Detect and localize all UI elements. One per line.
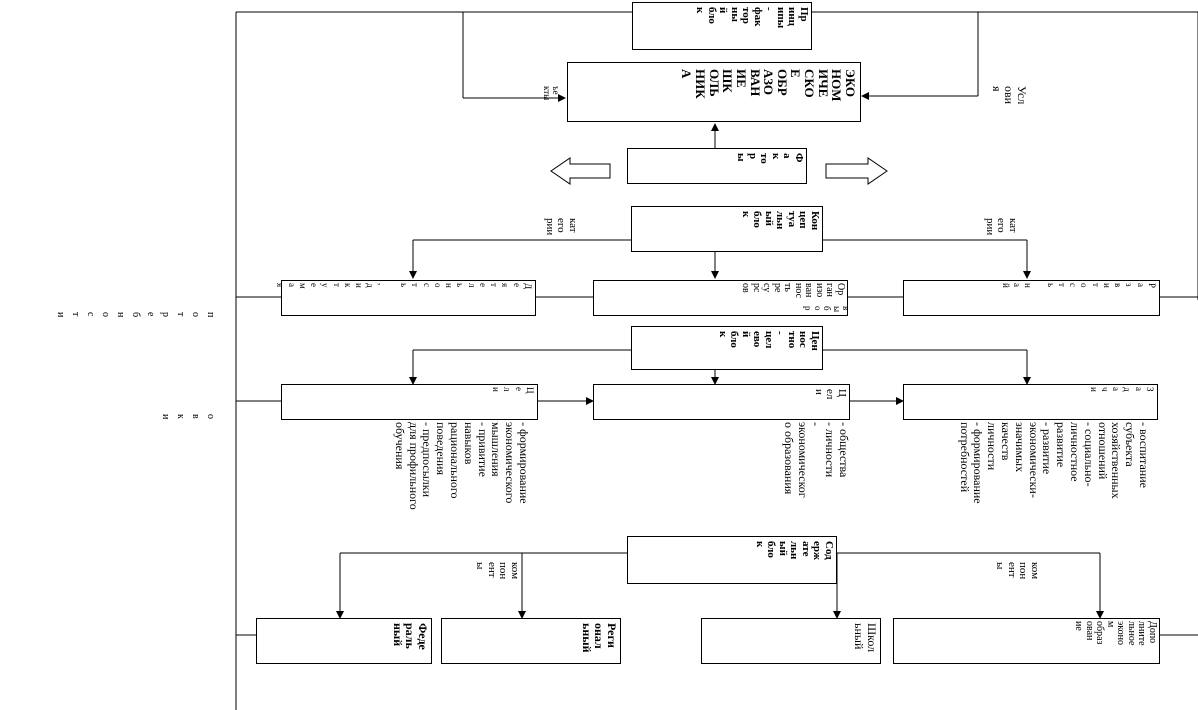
federal-box: Феде раль ный [256,618,432,664]
concept-left-text: Д е я т е л ь н о с т ь , д и к т у е м … [275,283,534,290]
goals-left-title: Ц е л и [491,387,535,394]
conceptual-text: Кон цеп туа льн ый бло к [739,211,821,231]
principles-text: Пр инц ипы - фак тор ны й бло к [694,7,810,29]
goals-middle-box: Ц ел и [593,384,850,420]
components-label-right: ком пон ент ы [994,562,1041,580]
values-text: Цен нос тно - цел ево й бло к [716,331,821,351]
values-block: Цен нос тно - цел ево й бло к [631,326,823,370]
regional-text: Реги онал ьный [579,623,619,653]
categories-label-left: кат его рии [543,218,579,236]
factors-text: Ф а к то р ы [735,153,805,164]
components-label-left: ком пон ент ы [474,562,521,580]
concept-middle-box: Ор ган изо ван нос ть ре су рс ов [593,280,848,316]
economic-education-title: ЭКО НОМ ИЧЕ СКО Е ОБР АЗО ВАН ИЕ ШК ОЛЬ … [679,69,858,102]
left-hollow-arrow [550,157,611,185]
economic-education-block: ЭКО НОМ ИЧЕ СКО Е ОБР АЗО ВАН ИЕ ШК ОЛЬ … [567,62,861,122]
school-box: Школ ьный [701,618,881,664]
tasks-right-title: З а д а ч и [1088,387,1155,392]
goals-middle-title: Ц ел и [812,389,848,400]
left-fragment-label: ъе кты [541,86,561,101]
tasks-right-box: З а д а ч и [903,384,1158,420]
conditions-label: Усл ови я [989,86,1029,105]
conceptual-block: Кон цеп туа льн ый бло к [631,206,823,252]
additional-text: Допо лните льное эконо м образ ован ие [1073,621,1159,646]
factors-block: Ф а к то р ы [627,148,807,184]
categories-label-right: кат его рии [983,218,1019,236]
goals-middle-body: - общества - личности - экономическог о … [781,422,851,498]
goals-left-body: - формирование экономического мышления -… [392,422,531,510]
content-text: Сод ерж ате льн ый бло к [753,541,835,560]
regional-box: Реги онал ьный [441,618,621,664]
tasks-right-body: - воспитание субъекта хозяйственных отно… [957,422,1151,504]
concept-right-box: Р а з в и т о с т ь н а й [903,280,1160,316]
concept-left-box: Д е я т е л ь н о с т ь , д и к т у е м … [276,280,536,316]
goals-left-box: Ц е л и [281,384,538,420]
additional-box: Допо лните льное эконо м образ ован ие [893,618,1160,664]
content-block: Сод ерж ате льн ый бло к [627,536,837,584]
side-label-a: п о т р е б н о с т и [55,312,216,318]
concept-right-b-label: в ы б о р [803,306,851,313]
right-hollow-arrow [825,157,888,185]
concept-middle-text: Ор ган изо ван нос ть ре су рс ов [740,283,847,299]
federal-text: Феде раль ный [390,623,430,650]
school-text: Школ ьный [852,623,879,653]
side-label-b: о в к и [160,414,216,420]
concept-right-text: Р а з в и т о с т ь н а й [1000,283,1157,289]
principles-block: Пр инц ипы - фак тор ны й бло к [632,2,812,50]
